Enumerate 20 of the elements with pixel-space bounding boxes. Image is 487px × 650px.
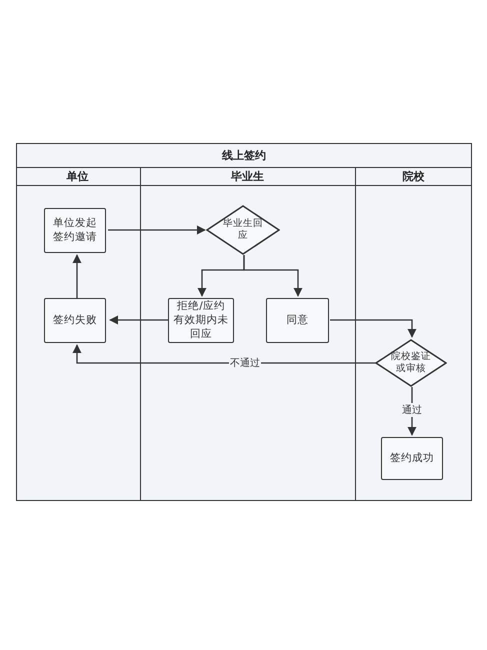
process-box: 拒绝/应约有效期内未回应 — [168, 298, 234, 342]
lane-header: 毕业生 — [140, 168, 354, 186]
pool-title: 线上签约 — [17, 144, 471, 168]
arrow — [407, 387, 417, 436]
arrow — [108, 225, 206, 235]
arrow — [330, 319, 417, 338]
edge-label: 不通过 — [229, 356, 261, 370]
decision-diamond: 毕业生回应 — [206, 204, 280, 254]
lane-header: 单位 — [16, 168, 140, 186]
arrow — [72, 344, 377, 364]
arrow — [72, 254, 82, 298]
arrow — [109, 315, 169, 325]
lane-header: 院校 — [356, 168, 472, 186]
process-box: 单位发起签约邀请 — [44, 208, 106, 252]
edge-label: 通过 — [401, 403, 423, 417]
swimlane-pool — [16, 143, 472, 501]
process-box: 签约成功 — [381, 436, 443, 480]
process-box: 签约失败 — [44, 298, 106, 342]
process-box: 同意 — [266, 298, 329, 342]
arrow — [243, 255, 303, 297]
